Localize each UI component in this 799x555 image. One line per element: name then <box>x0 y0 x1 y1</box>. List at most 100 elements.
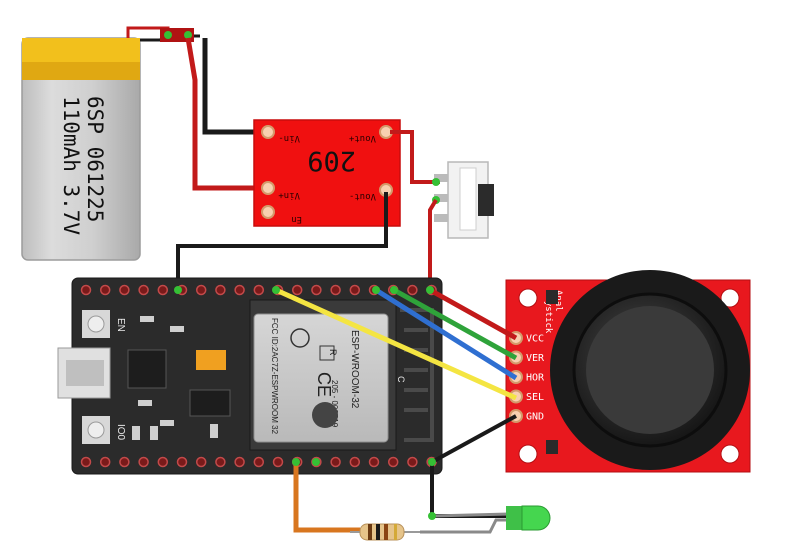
booster-board <box>253 119 401 227</box>
esp32-bottom-pin-1 <box>80 456 92 468</box>
esp32-top-pin-12 <box>291 284 303 296</box>
boost-converter: Vin- Vin+ En Vout+ Vout- 209 <box>253 119 401 227</box>
esp32-bottom-pin-7 <box>195 456 207 468</box>
resistor <box>350 523 420 541</box>
booster-label-vin-plus: Vin+ <box>278 190 300 200</box>
wroom-shield <box>253 313 389 443</box>
connection-marker-8 <box>312 458 320 466</box>
resistor-band-2 <box>376 524 380 540</box>
booster-chip-label: 209 <box>307 145 356 176</box>
en-button-label: EN <box>115 318 126 332</box>
esp32-top-pin-13 <box>311 284 322 296</box>
esp32-bottom-pin-2 <box>99 456 111 468</box>
battery-terminal-pos <box>164 31 172 39</box>
esp32-bottom-pin-3 <box>119 456 130 468</box>
joystick-hole-br <box>720 444 740 464</box>
esp32-bottom-pin-6 <box>176 456 188 468</box>
usb-uart-chip <box>127 349 167 389</box>
esp32-board: EN IO0 C ESP-WROOM-32 FCC ID:2AC7Z-ESPWR… <box>57 277 443 475</box>
smd-cap-3 <box>210 424 218 438</box>
joystick-pin-label-sel: SEL <box>526 392 544 403</box>
wire-sel-yellow <box>274 287 518 401</box>
wire-ver-green <box>392 287 518 361</box>
esp32-bottom-pin-14 <box>330 456 341 468</box>
switch-pin-2 <box>434 194 448 202</box>
connection-marker-2 <box>272 286 280 294</box>
battery-leads <box>126 26 200 42</box>
module-name: ESP-WROOM-32 <box>349 330 360 409</box>
smd-resistor-3 <box>138 400 152 406</box>
joystick-hole-bl <box>518 444 538 464</box>
smd-cap-2 <box>150 426 158 440</box>
esp32-top-pin-5 <box>157 284 169 296</box>
led-gnd-junction <box>428 512 436 520</box>
io0-button-cap <box>87 421 105 439</box>
fcc-logo-icon <box>290 328 310 348</box>
wire-orange-to-resistor <box>293 462 360 533</box>
esp32-top-pin-7 <box>195 284 207 296</box>
slide-switch[interactable] <box>432 161 494 239</box>
connection-marker-3 <box>372 286 380 294</box>
switch-actuator[interactable] <box>478 184 494 216</box>
battery-terminal-neg <box>184 31 192 39</box>
connection-marker-7 <box>428 458 436 466</box>
connection-marker-5 <box>426 286 434 294</box>
esp32-top-pin-10 <box>253 284 265 296</box>
switch-pin-1 <box>434 174 448 182</box>
battery-label-line1: 6SP 061225 <box>83 96 107 222</box>
esp32-top-pin-4 <box>138 284 149 296</box>
r-mark-box <box>319 345 335 361</box>
wire-vcc-red <box>428 287 518 341</box>
wire-battery-neg-to-vin-minus <box>202 38 268 135</box>
io0-button[interactable] <box>82 416 110 444</box>
esp32-top-pin-18 <box>407 284 418 296</box>
joystick-hole-tl <box>518 288 538 308</box>
smd-resistor-1 <box>140 316 154 322</box>
led-dome <box>521 505 551 531</box>
switch-terminal-1 <box>432 178 440 186</box>
joystick-knob-top <box>586 306 714 434</box>
joystick-tab-top <box>546 290 558 304</box>
joystick-pin-label-ver: VER <box>526 353 545 364</box>
joystick-pin-label-vcc: VCC <box>526 334 544 345</box>
wire-hor-blue <box>374 287 518 381</box>
joystick-tab-bottom <box>546 440 558 454</box>
switch-pin-3 <box>434 214 448 222</box>
wire-gnd-black <box>431 414 517 464</box>
joystick-hole-tr <box>720 288 740 308</box>
esp32-top-pin-3 <box>119 284 130 296</box>
resistor-body <box>359 523 405 541</box>
usb-port-inner <box>66 360 104 386</box>
led-flange <box>506 506 524 530</box>
en-button-cap <box>87 315 105 333</box>
joystick-pin-label-gnd: GND <box>526 412 544 423</box>
wire-battery-pos-to-vin-plus <box>185 37 268 191</box>
resistor-band-4 <box>394 524 397 540</box>
battery-label-line2: 110mAh 3.7V <box>59 96 83 235</box>
en-button[interactable] <box>82 310 110 338</box>
switch-track <box>459 167 477 231</box>
esp32-top-pin-2 <box>99 284 111 296</box>
led <box>506 505 551 531</box>
esp32-bottom-pin-11 <box>272 456 284 468</box>
connection-marker-4 <box>390 286 398 294</box>
io0-button-label: IO0 <box>115 424 126 441</box>
wire-switch-to-esp-vin <box>428 198 438 290</box>
smd-cap-1 <box>132 426 140 440</box>
fcc-id: FCC ID:2AC7Z-ESPWROOM 32 <box>270 318 279 435</box>
esp32-bottom-pin-16 <box>368 456 380 468</box>
esp32-top-pin-15 <box>349 284 361 296</box>
connection-marker-6 <box>292 458 300 466</box>
booster-pad-vin-minus <box>261 125 275 139</box>
esp32-bottom-pin-5 <box>157 456 169 468</box>
cert-number: 205 - 000519 <box>330 380 339 428</box>
battery: 6SP 061225 110mAh 3.7V <box>21 37 141 261</box>
esp32-top-pin-1 <box>80 284 92 296</box>
esp32-top-pin-14 <box>330 284 341 296</box>
esp32-top-pin-8 <box>215 284 226 296</box>
wire-vout-plus-to-switch <box>390 130 440 184</box>
esp32-bottom-pin-18 <box>407 456 418 468</box>
booster-label-vout-plus: Vout+ <box>348 133 376 143</box>
